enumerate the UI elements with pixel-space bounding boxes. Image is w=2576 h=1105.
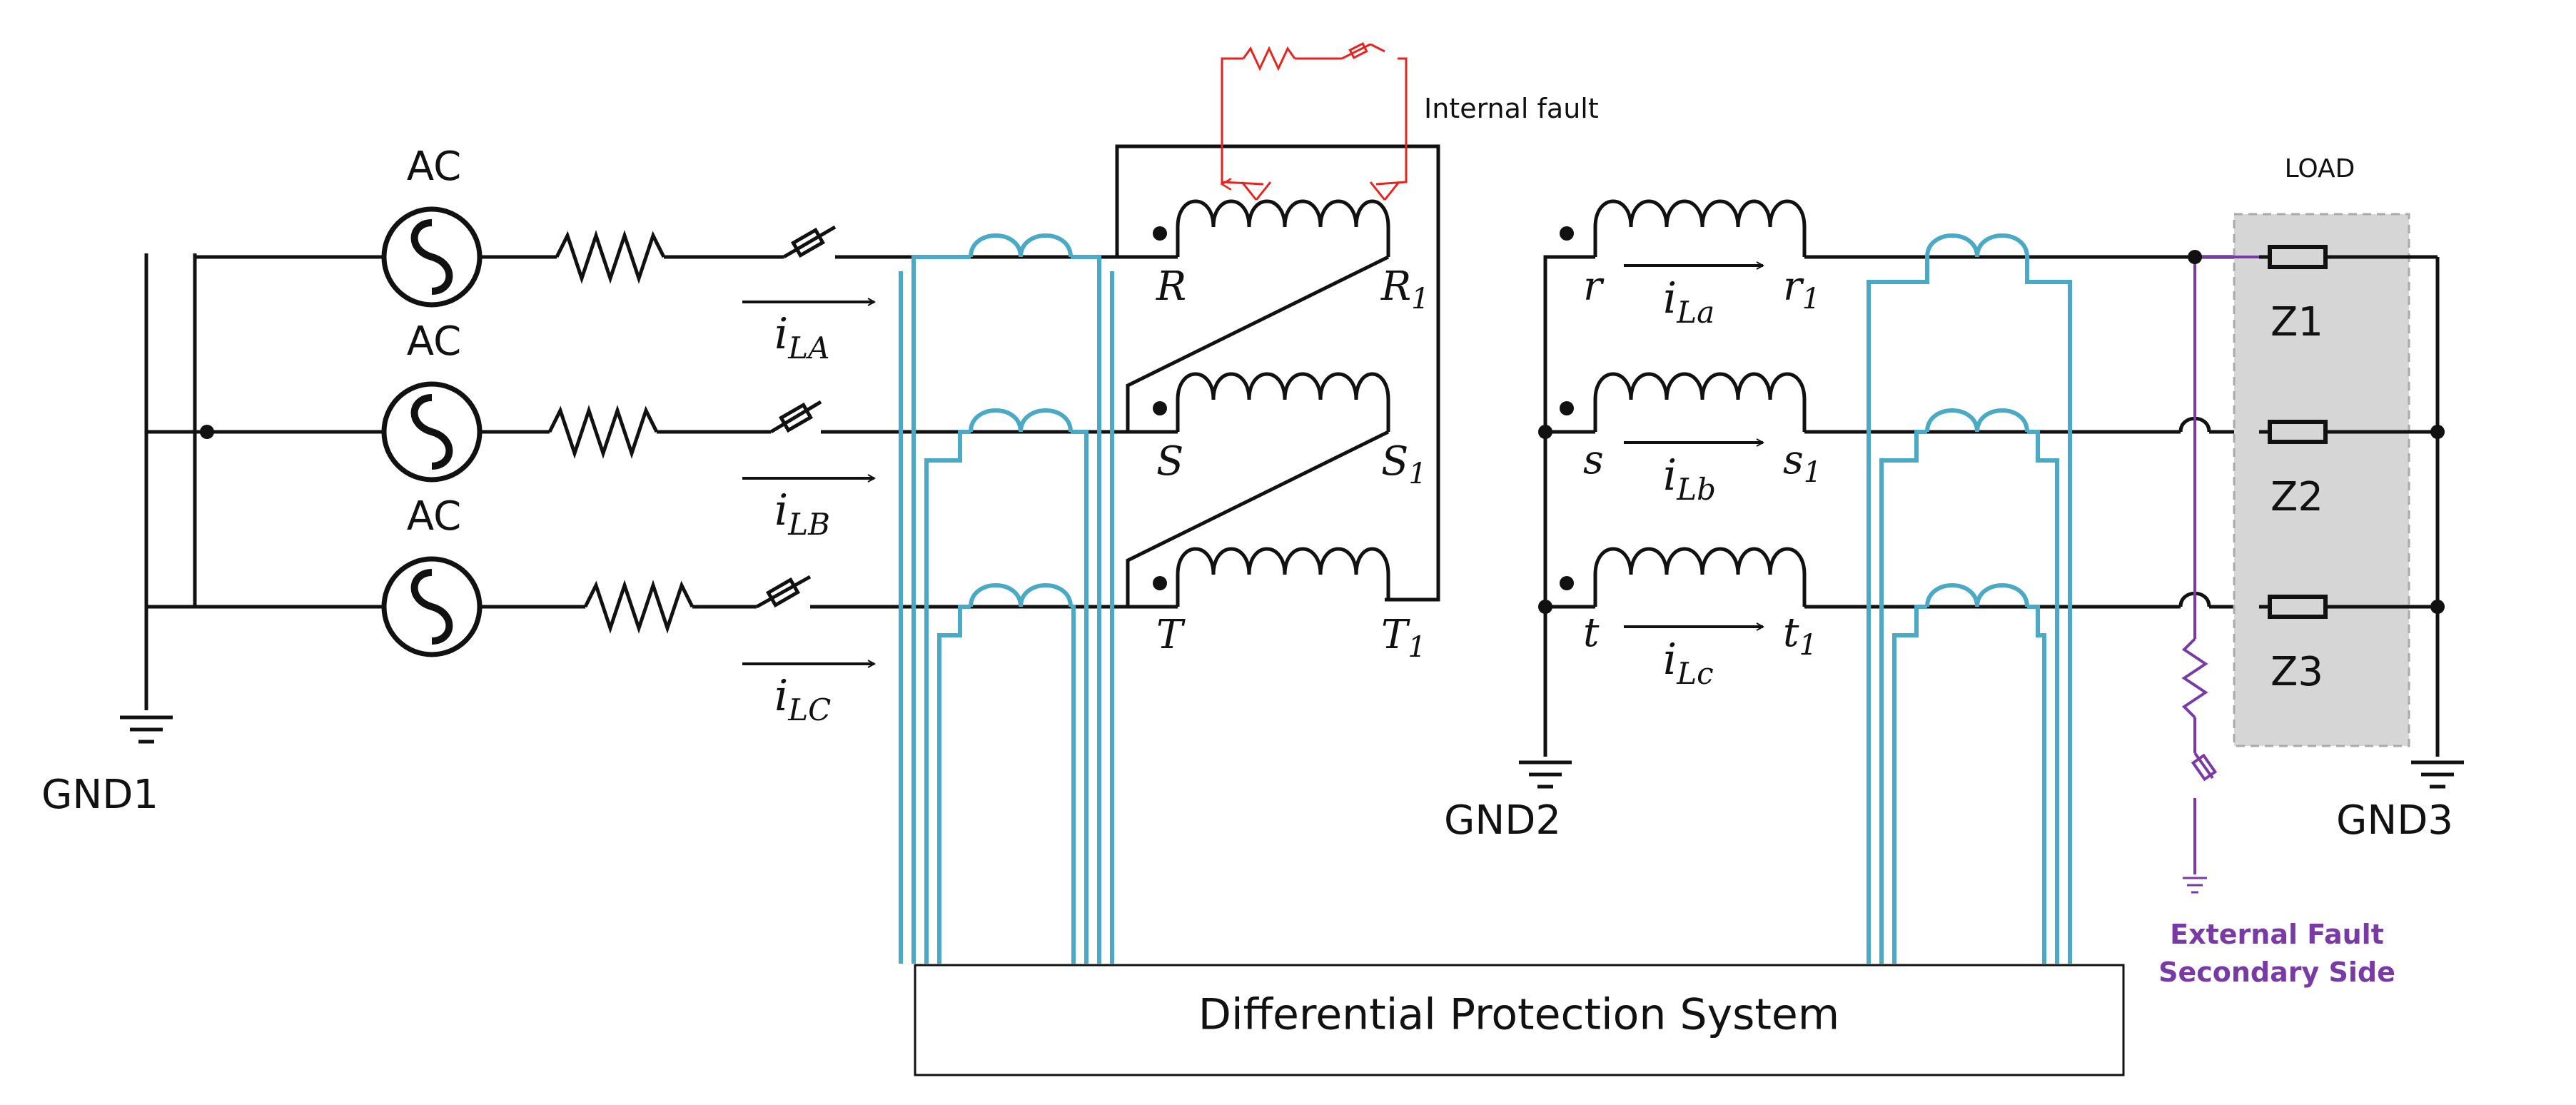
winding-t — [1593, 547, 1807, 607]
current-label-ilb: iLB — [774, 485, 830, 542]
ct-secondary-b-icon — [1925, 408, 2029, 433]
winding-s — [1593, 372, 1807, 432]
resistor-a — [555, 230, 666, 284]
current-label-ila: iLA — [774, 309, 829, 365]
winding-label-t1: t1 — [1783, 610, 1817, 662]
z2-label: Z2 — [2271, 474, 2323, 520]
ct-primary-b-icon — [969, 408, 1073, 433]
neutral-bus — [144, 253, 197, 710]
gnd3-label: GND3 — [2336, 797, 2453, 844]
winding-label-S: S — [1156, 438, 1183, 485]
internal-fault-path — [1220, 42, 1408, 191]
transformer-primary — [1115, 144, 1440, 609]
breaker-b — [769, 400, 822, 434]
z1-label: Z1 — [2271, 299, 2323, 345]
load-label: LOAD — [2285, 154, 2355, 183]
ct-primary-a-icon — [969, 233, 1073, 258]
resistor-b — [547, 405, 659, 459]
winding-label-R: R — [1156, 263, 1186, 310]
polarity-dot-R — [1153, 226, 1167, 241]
protection-label: Differential Protection System — [1198, 990, 1839, 1040]
ac-source-a — [381, 206, 483, 308]
source-a-label: AC — [407, 143, 461, 190]
gnd2-label: GND2 — [1444, 797, 1561, 844]
junction-dot-external — [2188, 250, 2202, 264]
winding-label-t: t — [1583, 610, 1600, 656]
polarity-dot-T — [1153, 576, 1167, 590]
winding-label-S1: S1 — [1381, 438, 1427, 490]
primary-current-transformers — [899, 233, 1114, 964]
current-arrows-secondary — [1624, 266, 1763, 627]
z3-label: Z3 — [2271, 649, 2323, 695]
winding-R — [1176, 199, 1390, 257]
current-label-ilc: iLC — [774, 671, 831, 727]
winding-label-R1: R1 — [1380, 263, 1430, 316]
external-fault-resistor — [2181, 637, 2208, 719]
load-section — [2259, 245, 2464, 789]
secondary-current-transformers — [1867, 233, 2072, 964]
junction-dot — [200, 425, 214, 439]
primary-source-section — [120, 206, 1128, 744]
internal-fault-label: Internal fault — [1424, 93, 1599, 124]
ct-primary-c-icon — [969, 583, 1073, 607]
winding-label-r1: r1 — [1783, 263, 1820, 316]
current-label-isb: iLb — [1663, 450, 1716, 507]
external-fault-label-line2: Secondary Side — [2158, 957, 2395, 988]
source-b-label: AC — [407, 318, 461, 365]
ac-source-c — [381, 556, 483, 657]
winding-r — [1593, 199, 1807, 257]
differential-protection-box — [914, 964, 2125, 1076]
breaker-c — [755, 575, 812, 609]
winding-S — [1176, 372, 1390, 432]
current-label-isc: iLc — [1663, 635, 1714, 691]
source-c-label: AC — [407, 493, 461, 540]
winding-label-s: s — [1583, 437, 1604, 483]
winding-T — [1176, 547, 1438, 607]
winding-label-T: T — [1156, 612, 1186, 658]
polarity-dot-t — [1560, 576, 1574, 590]
resistor-c — [583, 580, 694, 634]
external-fault-path — [2181, 256, 2259, 894]
winding-label-r: r — [1583, 263, 1605, 310]
winding-label-s1: s1 — [1783, 437, 1822, 489]
transformer-secondary — [1519, 199, 2259, 789]
winding-label-T1: T1 — [1381, 612, 1426, 664]
external-fault-label-line1: External Fault — [2170, 919, 2384, 950]
neutral-bus-top — [144, 253, 195, 434]
polarity-dot-s — [1560, 401, 1574, 415]
gnd1-label: GND1 — [41, 772, 158, 818]
ct-secondary-a-icon — [1925, 233, 2029, 258]
internal-fault-resistor — [1242, 46, 1296, 71]
load-region — [2233, 213, 2410, 747]
current-label-isa: iLa — [1663, 273, 1714, 330]
polarity-dot-r — [1560, 226, 1574, 241]
internal-fault-switch — [1341, 43, 1371, 60]
ac-source-b — [381, 381, 483, 483]
current-arrows-primary — [742, 302, 874, 664]
breaker-a — [782, 225, 837, 259]
polarity-dot-S — [1153, 401, 1167, 415]
ct-secondary-c-icon — [1925, 583, 2029, 607]
